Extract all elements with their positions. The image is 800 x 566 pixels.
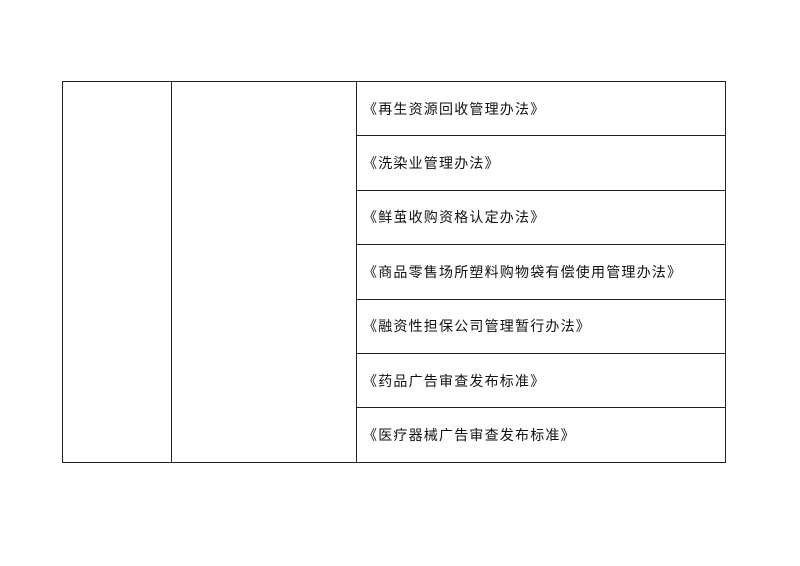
table-row: 《融资性担保公司管理暂行办法》 xyxy=(63,298,726,354)
law-title-cell: 《药品广告审查发布标准》 xyxy=(356,352,726,409)
law-title-cell: 《洗染业管理办法》 xyxy=(356,135,726,191)
law-title-cell: 《商品零售场所塑料购物袋有偿使用管理办法》 xyxy=(356,244,726,300)
regulation-table: 《再生资源回收管理办法》 《洗染业管理办法》 《鲜茧收购资格认定办法》 《商品零… xyxy=(62,80,726,463)
law-title-cell: 《鲜茧收购资格认定办法》 xyxy=(356,189,726,246)
law-title-cell: 《融资性担保公司管理暂行办法》 xyxy=(356,298,726,354)
law-title-cell: 《再生资源回收管理办法》 xyxy=(356,80,726,137)
law-title-cell: 《医疗器械广告审查发布标准》 xyxy=(356,407,726,463)
merged-cell-col-a xyxy=(62,81,172,463)
table-row: 《再生资源回收管理办法》 xyxy=(62,80,726,463)
table-row: 《医疗器械广告审查发布标准》 xyxy=(63,407,726,463)
table-row: 《药品广告审查发布标准》 xyxy=(63,352,726,409)
merged-cell-col-b xyxy=(171,81,357,463)
table-row: 《洗染业管理办法》 xyxy=(63,135,726,191)
table-row: 《鲜茧收购资格认定办法》 xyxy=(63,189,726,246)
